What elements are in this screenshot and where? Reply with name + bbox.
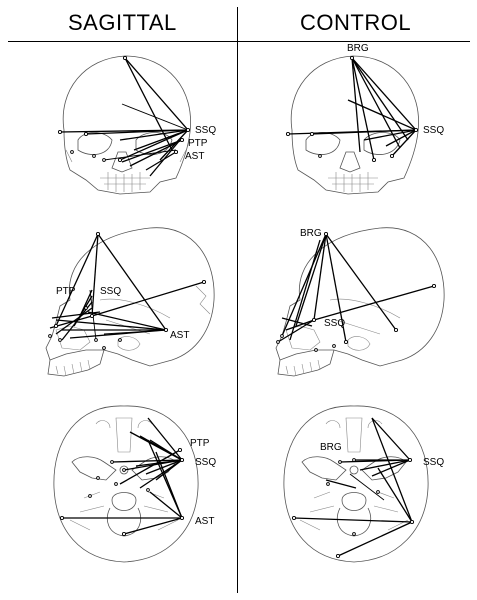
header-divider xyxy=(8,41,470,42)
control-lateral-network xyxy=(276,231,437,352)
sagittal-frontal-network xyxy=(57,55,191,177)
sagittal-lateral-skull xyxy=(45,227,215,377)
label-ssq-sagittal-frontal: SSQ xyxy=(195,125,216,136)
label-ssq-control-basal: SSQ xyxy=(423,457,444,468)
label-ssq-sagittal-basal: SSQ xyxy=(195,457,216,468)
label-ssq-control-frontal: SSQ xyxy=(423,125,444,136)
control-frontal-skull xyxy=(290,55,419,195)
label-ssq-control-lateral: SSQ xyxy=(324,318,345,329)
label-ast-sagittal-frontal: AST xyxy=(185,151,204,162)
sagittal-frontal-skull xyxy=(62,55,191,195)
label-ssq-sagittal-lateral: SSQ xyxy=(100,286,121,297)
column-divider xyxy=(237,7,238,593)
control-column-title: CONTROL xyxy=(300,10,412,35)
label-ptp-sagittal-frontal: PTP xyxy=(188,138,208,149)
control-frontal-network xyxy=(285,55,419,163)
label-ast-sagittal-basal: AST xyxy=(195,516,214,527)
sagittal-lateral-network xyxy=(48,231,207,350)
control-lateral-skull xyxy=(275,227,445,377)
label-ptp-sagittal-basal: PTP xyxy=(190,438,210,449)
control-basal-network xyxy=(291,417,415,559)
sagittal-basal-skull xyxy=(53,405,199,563)
label-brg-control-lateral: BRG xyxy=(300,228,322,239)
sagittal-basal-network xyxy=(59,417,185,537)
label-ast-sagittal-lateral: AST xyxy=(170,330,189,341)
label-brg-control-frontal: BRG xyxy=(347,43,369,54)
label-ptp-sagittal-lateral: PTP xyxy=(56,286,76,297)
figure-header: SAGITTAL CONTROL xyxy=(0,0,477,44)
sagittal-column-title: SAGITTAL xyxy=(68,10,177,35)
control-basal-skull xyxy=(283,405,429,563)
label-brg-control-basal: BRG xyxy=(320,442,342,453)
